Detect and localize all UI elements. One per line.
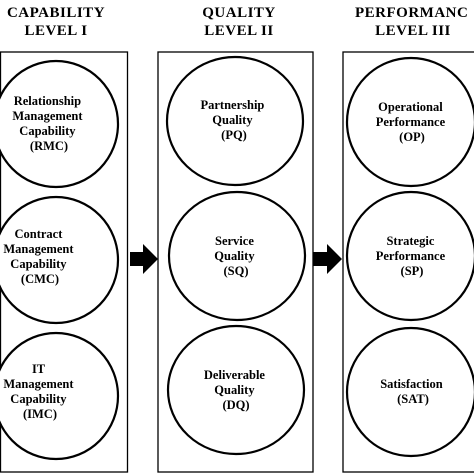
column-subtitle-level-3: LEVEL III (375, 23, 451, 39)
node-pq-label: Partnership Quality (PQ) (200, 98, 267, 142)
column-level-3: PERFORMANC LEVEL III Operational Perform… (342, 5, 474, 473)
node-imc-label: IT Management Capability (IMC) (3, 362, 76, 421)
node-sq (167, 190, 307, 322)
arrow-level-1-to-level-2 (130, 244, 158, 274)
arrow-level-2-to-level-3 (313, 244, 342, 274)
node-sat-label: Satisfaction (SAT) (380, 377, 446, 406)
column-level-1: CAPABILITY LEVEL I Relationship Manageme… (0, 5, 129, 473)
column-level-2: QUALITY LEVEL II Partnership Quality (PQ… (157, 5, 314, 473)
column-subtitle-level-1: LEVEL I (24, 23, 87, 39)
node-dq-label: Deliverable Quality (DQ) (204, 368, 268, 412)
column-title-performance: PERFORMANC (355, 5, 468, 21)
node-sat (345, 326, 474, 458)
column-subtitle-level-2: LEVEL II (204, 23, 273, 39)
node-rmc (0, 59, 120, 189)
node-cmc (0, 195, 120, 325)
node-rmc-label: Relationship Management Capability (RMC) (12, 94, 85, 153)
node-pq (165, 55, 305, 187)
node-imc (0, 331, 120, 461)
node-sp-label: Strategic Performance (SP) (376, 234, 449, 278)
node-op-label: Operational Performance (OP) (376, 100, 449, 144)
node-sq-label: Service Quality (SQ) (214, 234, 257, 278)
column-title-capability: CAPABILITY (7, 5, 105, 21)
node-dq (166, 324, 306, 456)
column-title-quality: QUALITY (202, 5, 276, 21)
node-cmc-label: Contract Management Capability (CMC) (3, 227, 76, 286)
node-sp (345, 190, 474, 322)
node-op (345, 56, 474, 188)
